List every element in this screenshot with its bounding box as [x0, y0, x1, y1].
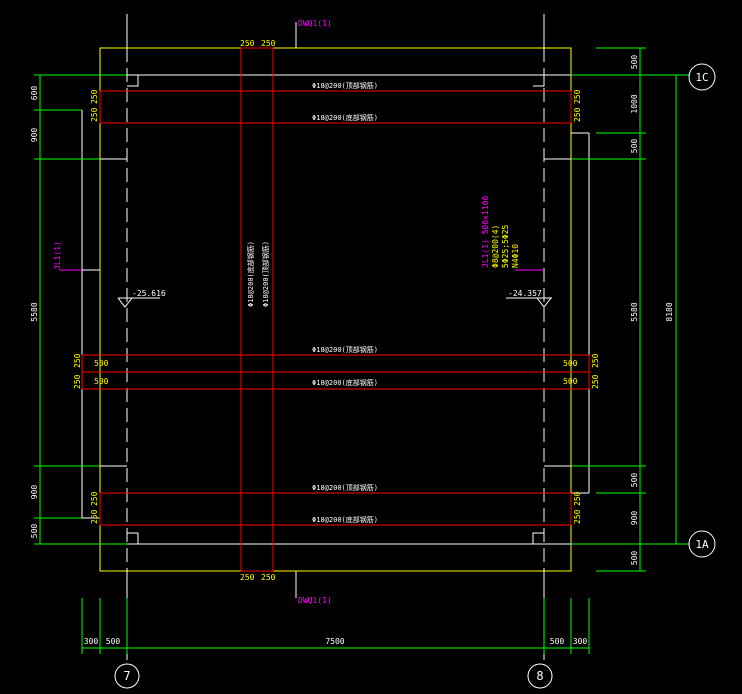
bottom-strip [99, 492, 572, 526]
elevation-left: -25.616 [132, 289, 166, 298]
axis-bubbles [114, 63, 716, 689]
dim-bottom-1: 500 [106, 637, 121, 646]
ydim-mid-l1: 500 [94, 359, 109, 368]
slab-outline [99, 47, 572, 572]
axis-bubble-7 [114, 663, 140, 689]
ydim-bot-left: 250 [240, 573, 255, 582]
section-mark-left: JL1(1) [53, 241, 62, 270]
dim-left-4: 500 [30, 524, 39, 539]
ydim-l3: 250 [73, 353, 82, 368]
ydim-top-left: 250 [240, 39, 255, 48]
rebar-label-h1: Φ18@200(顶部钢筋) [312, 81, 378, 90]
ydim-r5: 250 [573, 491, 582, 506]
dimension-lines [34, 47, 690, 654]
wall-lines [81, 48, 590, 571]
section-mark-top: DWQ1(1) [298, 19, 332, 28]
section-mark-bottom: DWQ1(1) [298, 596, 332, 605]
reinforcement-strips [81, 47, 590, 572]
ydim-r2: 250 [573, 107, 582, 122]
axis-lines [126, 14, 545, 660]
detail-note-line-3: 5Φ25;5Φ25 [501, 224, 510, 268]
dim-bottom-0: 300 [84, 637, 99, 646]
elevation-markers [117, 297, 552, 308]
dim-bottom-4: 300 [573, 637, 588, 646]
ydim-l1: 250 [90, 89, 99, 104]
axis-label-1c: 1C [695, 71, 708, 84]
ydim-l5: 250 [90, 491, 99, 506]
rebar-label-h6: Φ18@200(底部钢筋) [312, 515, 378, 524]
rebar-label-h5: Φ18@200(顶部钢筋) [312, 483, 378, 492]
ydim-l2: 250 [90, 107, 99, 122]
dim-left-2: 5580 [30, 302, 39, 321]
rebar-label-h3: Φ18@200(顶部钢筋) [312, 345, 378, 354]
dim-left-3: 900 [30, 485, 39, 500]
ydim-bot-right: 250 [261, 573, 276, 582]
ydim-r1: 250 [573, 89, 582, 104]
dim-bottom-3: 500 [550, 637, 565, 646]
dim-right-6: 500 [630, 551, 639, 566]
vertical-strip [240, 47, 274, 572]
axis-labels: 7 8 1C 1A [123, 71, 709, 683]
dim-right-0: 500 [630, 55, 639, 70]
top-strip [99, 90, 572, 124]
rebar-label-vertical-left: Φ18@200(底部钢筋) [246, 241, 255, 307]
ydim-mid-r1: 500 [563, 359, 578, 368]
dim-right-3: 5580 [630, 302, 639, 321]
axis-bubble-8 [527, 663, 553, 689]
dim-right-overall: 8180 [665, 302, 674, 321]
dim-right-4: 500 [630, 473, 639, 488]
ydim-mid-l2: 500 [94, 377, 109, 386]
ydim-mid-r2: 500 [563, 377, 578, 386]
ydim-l6: 250 [90, 509, 99, 524]
axis-bubble-1c [688, 63, 716, 91]
ydim-top-right: 250 [261, 39, 276, 48]
axis-label-8: 8 [536, 669, 543, 683]
detail-note-line-1: JL1(1) 500x1100 [481, 196, 490, 268]
axis-label-1a: 1A [695, 538, 709, 551]
rebar-label-h4: Φ18@200(底部钢筋) [312, 378, 378, 387]
dim-right-2: 500 [630, 139, 639, 154]
ydim-r3: 250 [591, 353, 600, 368]
rebar-label-h2: Φ18@200(底部钢筋) [312, 113, 378, 122]
ydim-l4: 250 [73, 374, 82, 389]
ydim-r6: 250 [573, 509, 582, 524]
detail-note-line-4: N4Φ10 [511, 244, 520, 268]
axis-label-7: 7 [123, 669, 130, 683]
dim-left-0: 600 [30, 86, 39, 101]
axis-bubble-1a [688, 530, 716, 558]
dim-left-1: 900 [30, 128, 39, 143]
rebar-label-vertical-right: Φ18@200(顶部钢筋) [261, 241, 270, 307]
elevation-right: -24.357 [508, 289, 542, 298]
detail-note-line-2: Φ8@200(4) [491, 225, 500, 268]
dim-bottom-2: 7500 [325, 637, 344, 646]
dim-right-1: 1000 [630, 94, 639, 113]
ydim-r4: 250 [591, 374, 600, 389]
dim-right-5: 900 [630, 511, 639, 526]
